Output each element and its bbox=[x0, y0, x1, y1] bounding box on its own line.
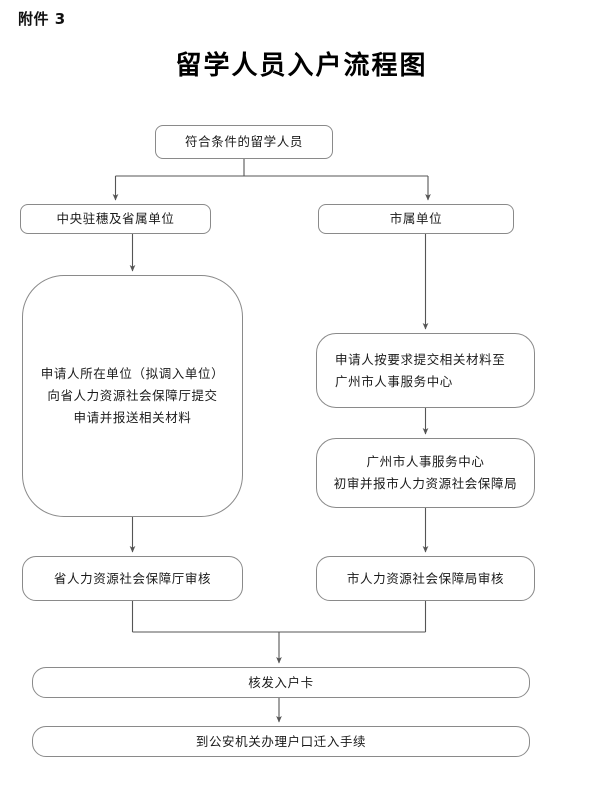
node-personnel-center-preliminary-review[interactable]: 广州市人事服务中心 初审并报市人力资源社会保障局 bbox=[316, 438, 535, 508]
node-issue-household-card[interactable]: 核发入户卡 bbox=[32, 667, 530, 698]
node-municipal-units[interactable]: 市属单位 bbox=[318, 204, 514, 234]
page-title: 留学人员入户流程图 bbox=[175, 51, 428, 81]
node-eligible-overseas-students[interactable]: 符合条件的留学人员 bbox=[155, 125, 333, 159]
node-municipal-hr-bureau-review[interactable]: 市人力资源社会保障局审核 bbox=[316, 556, 535, 601]
node-label: 到公安机关办理户口迁入手续 bbox=[195, 733, 367, 749]
node-submit-materials-to-personnel-center[interactable]: 申请人按要求提交相关材料至 广州市人事服务中心 bbox=[316, 333, 535, 408]
node-label: 中央驻穗及省属单位 bbox=[56, 211, 175, 227]
node-label: 省人力资源社会保障厅审核 bbox=[53, 570, 212, 586]
node-label: 申请人按要求提交相关材料至 广州市人事服务中心 bbox=[335, 351, 506, 389]
node-label: 核发入户卡 bbox=[248, 674, 314, 690]
node-label: 市属单位 bbox=[389, 211, 443, 227]
node-provincial-application-submission[interactable]: 申请人所在单位（拟调入单位） 向省人力资源社会保障厅提交 申请并报送相关材料 bbox=[22, 275, 243, 517]
node-label: 符合条件的留学人员 bbox=[185, 134, 303, 150]
node-provincial-hr-bureau-review[interactable]: 省人力资源社会保障厅审核 bbox=[22, 556, 243, 601]
attachment-label: 附件 3 bbox=[18, 10, 66, 28]
node-label: 申请人所在单位（拟调入单位） 向省人力资源社会保障厅提交 申请并报送相关材料 bbox=[40, 366, 225, 425]
node-label: 广州市人事服务中心 初审并报市人力资源社会保障局 bbox=[333, 454, 518, 491]
node-police-household-transfer[interactable]: 到公安机关办理户口迁入手续 bbox=[32, 726, 530, 757]
node-label: 市人力资源社会保障局审核 bbox=[346, 570, 505, 586]
node-central-and-provincial-units[interactable]: 中央驻穗及省属单位 bbox=[20, 204, 211, 234]
